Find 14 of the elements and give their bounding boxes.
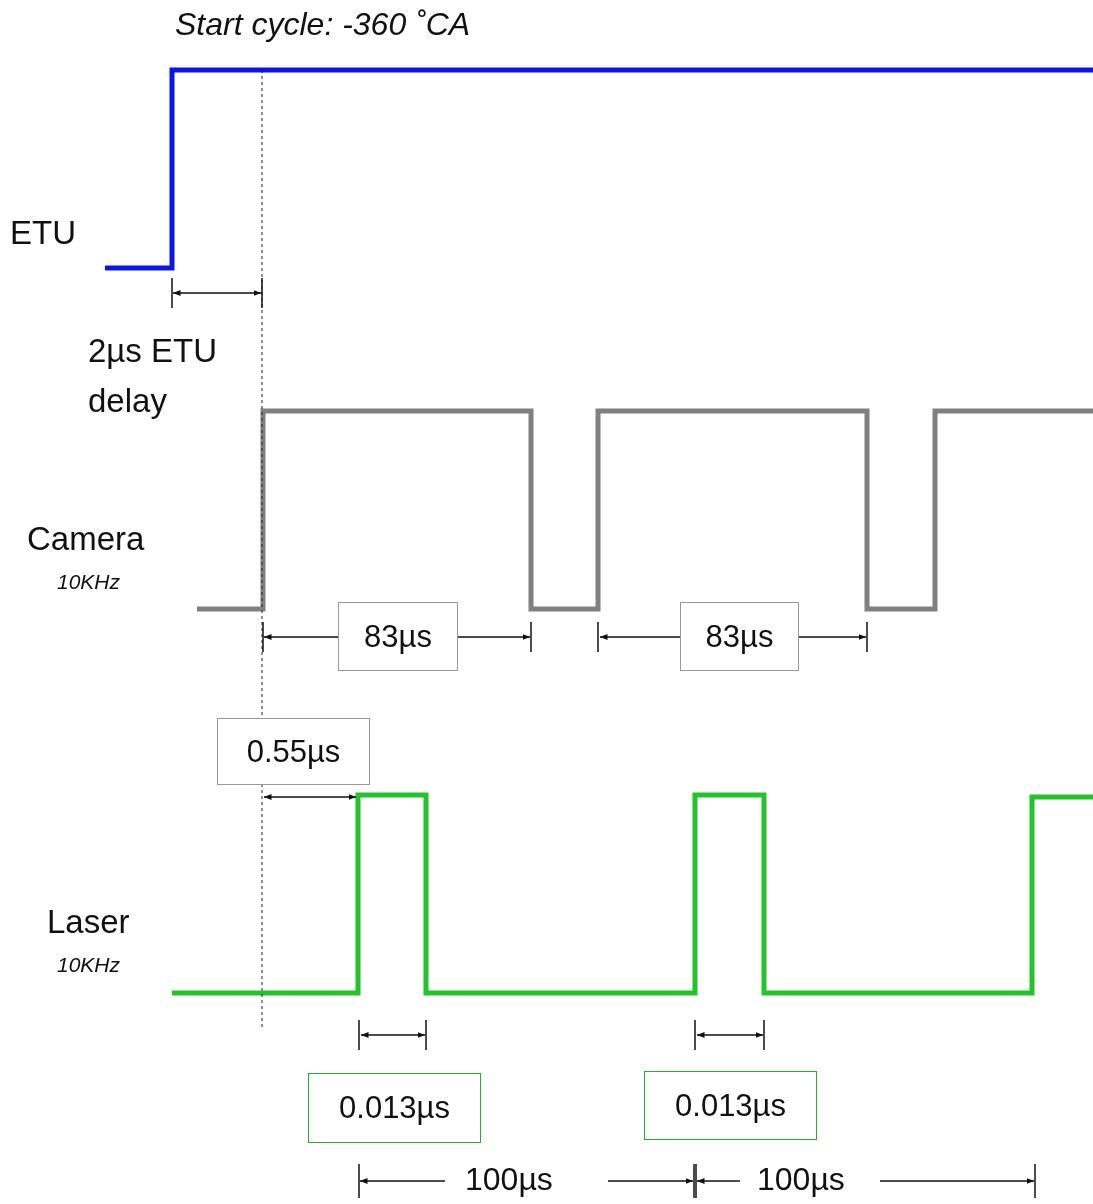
signal-name: Camera — [27, 519, 145, 559]
dimension-label: 100µs — [465, 1160, 553, 1199]
value-box: 83µs — [338, 602, 458, 671]
value-box: 0.013µs — [644, 1071, 817, 1140]
delay-label: 2µs ETU delay — [88, 331, 219, 421]
value-box: 83µs — [680, 602, 799, 671]
signal-name: Laser — [47, 902, 130, 942]
timing-note: Start cycle: -360 ˚CA — [175, 5, 471, 44]
frequency-label: 10KHz — [57, 569, 121, 595]
signal-name: ETU — [10, 213, 76, 253]
value-box: 0.013µs — [308, 1073, 481, 1143]
value-box: 0.55µs — [217, 718, 370, 785]
dimension-label: 100µs — [757, 1160, 845, 1199]
frequency-label: 10KHz — [57, 952, 121, 978]
